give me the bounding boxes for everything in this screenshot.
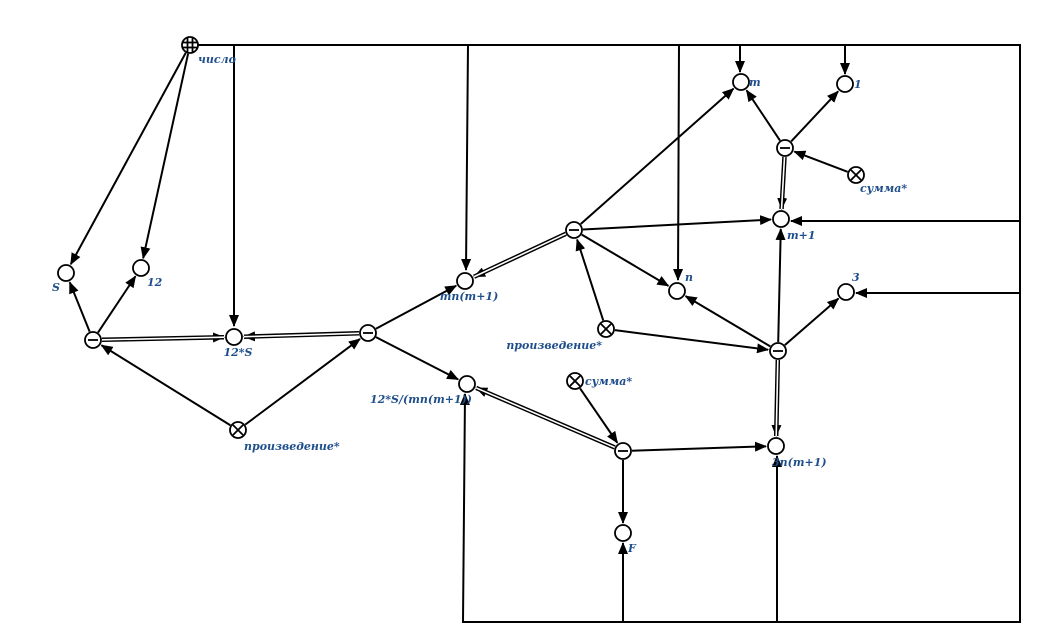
edges-layer (68, 44, 1021, 623)
edge-prod2-to-neg5 (614, 329, 770, 354)
node-F: F (614, 524, 637, 555)
edge-chislo-to-three (197, 44, 1021, 298)
node-threen: 3n(m+1) (767, 437, 827, 469)
node-grid-symbol (181, 36, 199, 54)
edge-prod1-to-neg1 (100, 344, 231, 427)
node-neg2 (359, 324, 377, 342)
node-sum2: сумма* (566, 372, 632, 390)
node-mp1: m+1 (772, 210, 816, 242)
node-label-prod2: произведение* (506, 339, 602, 352)
node-ratio: 12*S/(mn(m+1)) (370, 375, 476, 406)
node-neg5 (769, 342, 787, 360)
node-label-prod1: произведение* (244, 440, 340, 453)
node-chislo: число (181, 36, 236, 66)
edge-neg3-to-mp1 (582, 215, 773, 231)
edge-chislo-to-n12 (140, 53, 190, 260)
node-label-chislo: число (198, 53, 236, 66)
edge-neg1-to-S12 (101, 332, 226, 343)
edge-neg5-to-three (784, 297, 840, 346)
node-plain-symbol (57, 264, 75, 282)
node-neg1 (84, 331, 102, 349)
edge-neg2-to-ratio (375, 336, 459, 381)
edge-neg6-to-ratio (475, 385, 616, 450)
node-neg4 (776, 139, 794, 157)
edge-neg2-to-S12 (242, 331, 360, 342)
edge-prod2-to-neg3 (575, 238, 605, 321)
node-plain-symbol (456, 272, 474, 290)
edge-neg4-to-mp1 (777, 156, 788, 211)
node-three: 3 (837, 271, 860, 301)
node-label-three: 3 (852, 271, 860, 284)
node-plain-symbol (836, 75, 854, 93)
node-plain-symbol (225, 328, 243, 346)
node-neg6 (614, 442, 632, 460)
node-plain-symbol (837, 283, 855, 301)
node-label-threen: 3n(m+1) (772, 456, 827, 469)
edge-neg3-to-n (581, 233, 670, 287)
node-label-F: F (627, 542, 637, 555)
node-S12: 12*S (223, 328, 253, 359)
node-plain-symbol (614, 524, 632, 542)
node-plain-symbol (772, 210, 790, 228)
edge-neg6-to-threen (631, 441, 768, 452)
edge-neg2-to-mnm1 (375, 284, 458, 330)
edge-neg1-to-n12 (97, 275, 137, 334)
edge-neg1-to-S (68, 281, 91, 333)
edge-neg4-to-one (790, 90, 839, 143)
edge-chislo-to-S12 (197, 44, 239, 327)
node-label-ratio: 12*S/(mn(m+1)) (370, 393, 472, 406)
edge-chislo-to-n (197, 44, 684, 281)
node-prod2: произведение* (506, 320, 615, 352)
edge-neg3-to-m (580, 87, 735, 225)
edge-chislo-to-one (197, 44, 850, 75)
node-one: 1 (836, 75, 862, 93)
node-label-m: m (749, 76, 761, 89)
node-label-S12: 12*S (223, 346, 252, 359)
edge-chislo-to-threen (197, 44, 1021, 623)
edge-sum2-to-neg6 (579, 387, 619, 444)
node-n12: 12 (132, 259, 163, 289)
node-label-S: S (52, 281, 60, 294)
node-plain-symbol (458, 375, 476, 393)
node-label-one: 1 (854, 78, 862, 91)
node-sum1: сумма* (847, 166, 907, 195)
node-label-n12: 12 (147, 276, 163, 289)
edge-chislo-to-S (69, 52, 187, 266)
node-plain-symbol (767, 437, 785, 455)
node-label-sum1: сумма* (860, 182, 907, 195)
node-n: n (668, 271, 693, 300)
node-m: m (732, 73, 761, 91)
edge-sum1-to-neg4 (793, 150, 848, 173)
node-plain-symbol (732, 73, 750, 91)
node-label-mp1: m+1 (787, 229, 816, 242)
edge-chislo-to-mnm1 (197, 44, 472, 271)
edge-neg5-to-mp1 (775, 227, 786, 343)
node-plain-symbol (132, 259, 150, 277)
edge-neg5-to-threen (771, 359, 782, 438)
edge-prod1-to-neg2 (244, 338, 361, 426)
edge-neg3-to-mnm1 (473, 231, 567, 279)
node-label-mnm1: mn(m+1) (440, 290, 499, 303)
node-label-n: n (685, 271, 693, 284)
node-mnm1: mn(m+1) (440, 272, 499, 303)
node-plain-symbol (668, 282, 686, 300)
node-label-sum2: сумма* (585, 375, 632, 388)
node-S: S (52, 264, 75, 294)
node-neg3 (565, 221, 583, 239)
edge-neg5-to-n (684, 295, 771, 348)
edge-neg4-to-m (745, 89, 781, 142)
node-prod1: произведение* (229, 421, 340, 453)
